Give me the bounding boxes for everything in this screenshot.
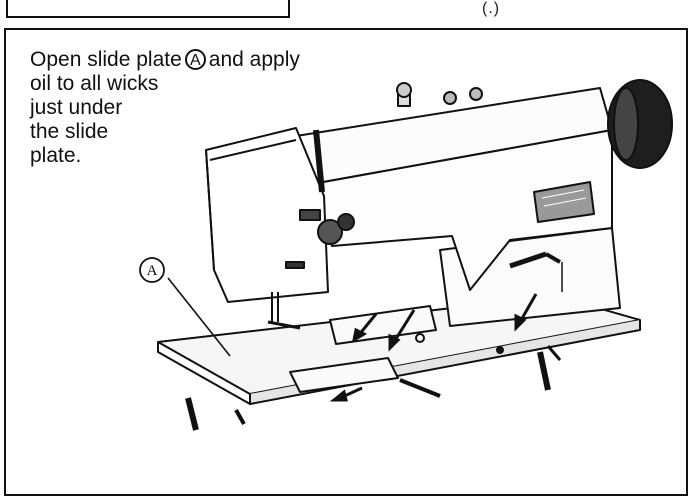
arrow-icon: [329, 293, 538, 402]
circled-a-marker: A: [184, 49, 206, 70]
instruction-line-1-prefix: Open slide plate: [30, 48, 182, 71]
instruction-line-3: just under: [30, 96, 123, 119]
instruction-line-2: oil to all wicks: [30, 72, 159, 95]
callout-a: A: [139, 257, 231, 357]
sewing-machine-icon: [157, 79, 673, 431]
header-tab-box: [6, 0, 290, 18]
instruction-line-5: plate.: [30, 144, 82, 167]
callout-a-label: A: [147, 263, 158, 279]
instruction-line-1-suffix: and apply: [208, 48, 300, 71]
instruction-line-4: the slide: [30, 120, 109, 143]
top-text-fragment: (.): [482, 0, 501, 17]
